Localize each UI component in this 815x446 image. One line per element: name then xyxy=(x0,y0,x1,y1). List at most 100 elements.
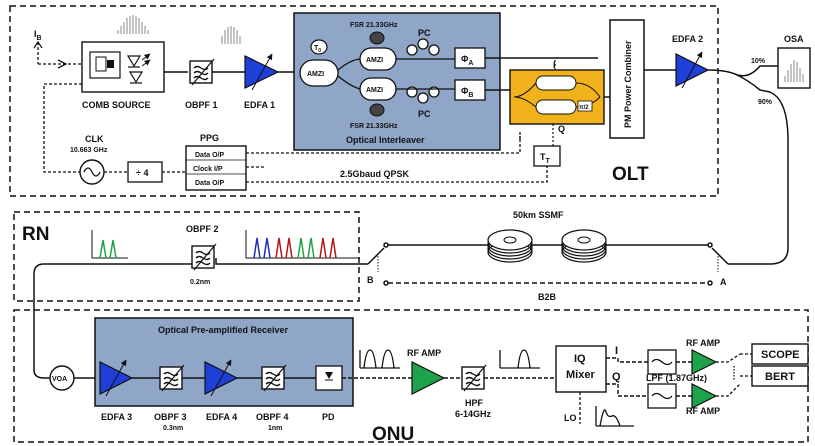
filtered-comb-spectrum-icon xyxy=(221,26,241,44)
svg-text:TT: TT xyxy=(540,152,551,165)
rn-input-spectrum-icon xyxy=(91,230,128,259)
lpf-top-filter xyxy=(647,349,677,375)
ppg-label: PPG xyxy=(200,133,219,143)
hpf-range-label: 6-14GHz xyxy=(455,409,492,419)
pc-upper-label: PC xyxy=(418,28,431,38)
ppg-port-0: Data O/P xyxy=(195,152,225,159)
obpf3-filter-icon xyxy=(159,364,185,392)
output-switch xyxy=(716,353,741,397)
edfa3-label: EDFA 3 xyxy=(101,412,132,422)
optical-preamp-receiver-block xyxy=(94,317,354,407)
svg-text:IQ: IQ xyxy=(574,353,586,365)
edfa1-label: EDFA 1 xyxy=(244,100,275,110)
olt-label: OLT xyxy=(612,164,649,185)
iq-mixer xyxy=(555,345,607,393)
fiber-spool-2 xyxy=(561,229,607,263)
obpf3-label: OBPF 3 xyxy=(154,412,187,422)
ppg-port-2: Data O/P xyxy=(195,180,225,187)
switch-b xyxy=(367,242,389,286)
obpf4-filter-icon xyxy=(261,364,287,392)
fsr-top-label: FSR 21.33GHz xyxy=(350,22,398,29)
split-10-label: 10% xyxy=(751,58,766,65)
scope-box xyxy=(751,343,809,365)
obpf1-label: OBPF 1 xyxy=(185,100,218,110)
rf-amp-label: RF AMP xyxy=(407,348,441,358)
onu-label: ONU xyxy=(372,424,414,445)
rf-amp-bottom-triangle xyxy=(691,383,718,409)
pd-output-spectrum-icon xyxy=(359,349,400,369)
rf-amp-triangle xyxy=(411,361,446,395)
lo-spectrum-icon xyxy=(595,406,634,427)
rn-section-frame xyxy=(13,211,360,302)
clk-label: CLK xyxy=(85,134,104,144)
olt-section-frame xyxy=(9,5,719,197)
voa: VOA xyxy=(49,365,75,391)
edfa2-label: EDFA 2 xyxy=(672,34,703,44)
b2b-label: B2B xyxy=(538,292,557,302)
ppg-box xyxy=(185,145,247,191)
lpf-label: LPF (1.87GHz) xyxy=(646,373,707,383)
iq-modulator: π/2 xyxy=(509,69,605,125)
svg-text:ΦB: ΦB xyxy=(461,86,473,99)
switch-a xyxy=(707,242,729,286)
edfa4-label: EDFA 4 xyxy=(206,412,237,422)
port-b-label: B xyxy=(367,275,374,285)
ib-label: IB xyxy=(34,29,42,42)
pm-power-combiner xyxy=(609,19,645,139)
rf-amp-bottom-label: RF AMP xyxy=(686,406,720,416)
clk-freq-label: 10.663 GHz xyxy=(70,147,108,154)
clock-source xyxy=(79,159,105,185)
hpf-filter-icon xyxy=(461,364,487,392)
qpsk-label: 2.5Gbaud QPSK xyxy=(340,169,410,179)
obpf2-filter-icon xyxy=(191,243,217,271)
mixer-i-label: I xyxy=(615,345,618,357)
bert-label: BERT xyxy=(765,371,795,383)
comb-source-label: COMB SOURCE xyxy=(82,100,151,110)
fiber-spool-1 xyxy=(487,229,533,263)
pd-label: PD xyxy=(322,412,335,422)
obpf3-bw-label: 0.3nm xyxy=(163,425,183,432)
interleaver-title: Optical Interleaver xyxy=(346,135,425,145)
split-90-label: 90% xyxy=(758,99,773,106)
receiver-title: Optical Pre-amplified Receiver xyxy=(158,325,289,335)
svg-text:ΦA: ΦA xyxy=(461,54,473,67)
iq-mod-i-label: I xyxy=(553,60,556,70)
iq-mod-q-label: Q xyxy=(558,124,565,134)
svg-text:π/2: π/2 xyxy=(579,105,589,111)
obpf2-bw-label: 0.2nm xyxy=(190,279,210,286)
comb-source xyxy=(81,41,165,93)
hpf-output-spectrum-icon xyxy=(499,349,540,369)
osa-label: OSA xyxy=(784,34,804,44)
pc-lower-label: PC xyxy=(418,109,431,119)
svg-text:T0: T0 xyxy=(314,45,321,54)
obpf2-label: OBPF 2 xyxy=(186,224,219,234)
obpf4-label: OBPF 4 xyxy=(256,412,289,422)
scope-label: SCOPE xyxy=(761,349,800,361)
rf-amp-top-label: RF AMP xyxy=(686,338,720,348)
pm-combiner-label: PM Power Combiner xyxy=(623,40,633,128)
hpf-label: HPF xyxy=(465,398,484,408)
rf-amp-top-triangle xyxy=(691,349,718,375)
svg-text:VOA: VOA xyxy=(52,376,67,383)
lpf-bottom-filter xyxy=(647,383,677,409)
svg-text:AMZI: AMZI xyxy=(366,87,383,94)
svg-text:AMZI: AMZI xyxy=(366,57,383,64)
rn-label: RN xyxy=(22,224,49,245)
comb-spectrum-icon xyxy=(117,15,149,34)
svg-text:÷ 4: ÷ 4 xyxy=(136,168,148,178)
obpf4-bw-label: 1nm xyxy=(268,425,282,432)
osa-spectrum-icon xyxy=(784,60,804,82)
obpf1-filter-icon xyxy=(189,58,215,86)
amzi-main: AMZI T0 xyxy=(299,39,339,87)
port-a-label: A xyxy=(720,277,727,287)
fsr-bottom-label: FSR 21.33GHz xyxy=(350,123,398,130)
output-coupler xyxy=(707,65,778,93)
mixer-q-label: Q xyxy=(612,371,621,383)
svg-text:AMZI: AMZI xyxy=(307,71,324,78)
lo-label: LO xyxy=(564,413,577,423)
bert-box xyxy=(751,365,809,387)
ssmf-label: 50km SSMF xyxy=(513,210,564,220)
ppg-port-1: Clock I/P xyxy=(193,166,223,173)
rn-multichannel-spectrum-icon xyxy=(245,230,360,259)
